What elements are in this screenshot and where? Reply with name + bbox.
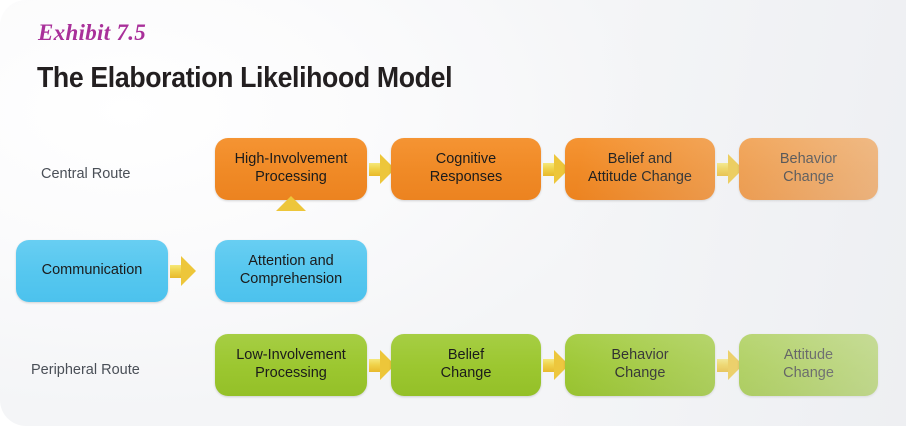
node-cognitive-responses[interactable]: Cognitive Responses: [391, 138, 541, 200]
node-belief-change[interactable]: Belief Change: [391, 334, 541, 396]
node-line-1: High-Involvement: [234, 151, 348, 168]
route-label-central: Central Route: [41, 166, 131, 182]
node-line-1: Communication: [41, 262, 143, 279]
node-line-1: Low-Involvement: [236, 347, 346, 364]
node-line-2: Processing: [255, 169, 327, 185]
node-line-2: Attitude Change: [588, 169, 692, 185]
node-line-1: Belief: [447, 347, 485, 364]
elaboration-likelihood-model-diagram: Central Route Peripheral Route High-Invo…: [0, 118, 906, 426]
node-belief-and-attitude-change[interactable]: Belief and Attitude Change: [565, 138, 715, 200]
node-line-2: Change: [783, 365, 834, 381]
node-line-1: Attention and: [248, 253, 334, 270]
node-behavior-change-peripheral[interactable]: Behavior Change: [565, 334, 715, 396]
node-line-2: Change: [783, 169, 834, 185]
node-line-2: Change: [440, 365, 492, 381]
node-line-2: Comprehension: [239, 271, 343, 287]
node-behavior-change-central[interactable]: Behavior Change: [739, 138, 878, 200]
node-line-2: Responses: [429, 169, 503, 185]
arrow-right-icon-communication-to-attention: [170, 256, 196, 286]
route-label-peripheral: Peripheral Route: [31, 362, 140, 378]
node-line-1: Belief and: [607, 151, 673, 168]
page-title: The Elaboration Likelihood Model: [37, 62, 453, 94]
node-line-1: Attitude: [783, 347, 834, 364]
node-line-2: Change: [614, 365, 666, 381]
node-line-1: Cognitive: [435, 151, 497, 168]
node-high-involvement-processing[interactable]: High-Involvement Processing: [215, 138, 367, 200]
node-communication[interactable]: Communication: [16, 240, 168, 302]
node-low-involvement-processing[interactable]: Low-Involvement Processing: [215, 334, 367, 396]
exhibit-number-label: Exhibit 7.5: [38, 20, 147, 45]
node-line-1: Behavior: [779, 151, 838, 168]
node-line-2: Processing: [255, 365, 327, 381]
node-line-1: Behavior: [611, 347, 669, 364]
node-attention-and-comprehension[interactable]: Attention and Comprehension: [215, 240, 367, 302]
arrow-up-icon-attention-to-central: [276, 196, 306, 248]
node-attitude-change[interactable]: Attitude Change: [739, 334, 878, 396]
